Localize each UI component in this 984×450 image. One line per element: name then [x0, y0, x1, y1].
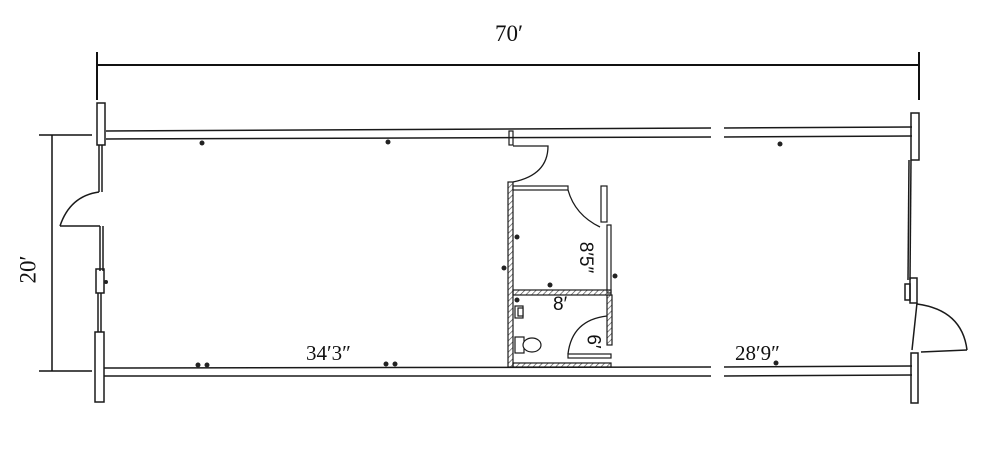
restroom-door-label: 6′: [582, 334, 604, 349]
interior-door-swings: [512, 145, 608, 355]
right-space-width-label: 28′9″: [735, 341, 780, 365]
wall-stub: [508, 130, 514, 146]
depth-dimension-line: [39, 134, 92, 372]
left-entry-door-swing: [59, 191, 100, 227]
toilet-icon: [514, 336, 542, 354]
bottom-exterior-wall: [103, 365, 913, 377]
left-space-width-label: 34′3″: [306, 341, 351, 365]
sink-icon: [514, 305, 524, 319]
office-depth-label: 8′5″: [575, 241, 597, 274]
right-entry-door-swing: [916, 303, 968, 351]
outlet-markers: [104, 139, 783, 368]
restroom-width-label: 8′: [553, 294, 568, 315]
left-exterior-wall: [60, 102, 106, 403]
overall-width-label: 70′: [495, 21, 524, 46]
top-exterior-wall: [105, 126, 913, 140]
width-dimension-line: [96, 52, 920, 100]
right-exterior-wall: [904, 112, 968, 404]
interior-office-walls: [507, 181, 613, 368]
overall-depth-label: 20′: [15, 255, 41, 284]
